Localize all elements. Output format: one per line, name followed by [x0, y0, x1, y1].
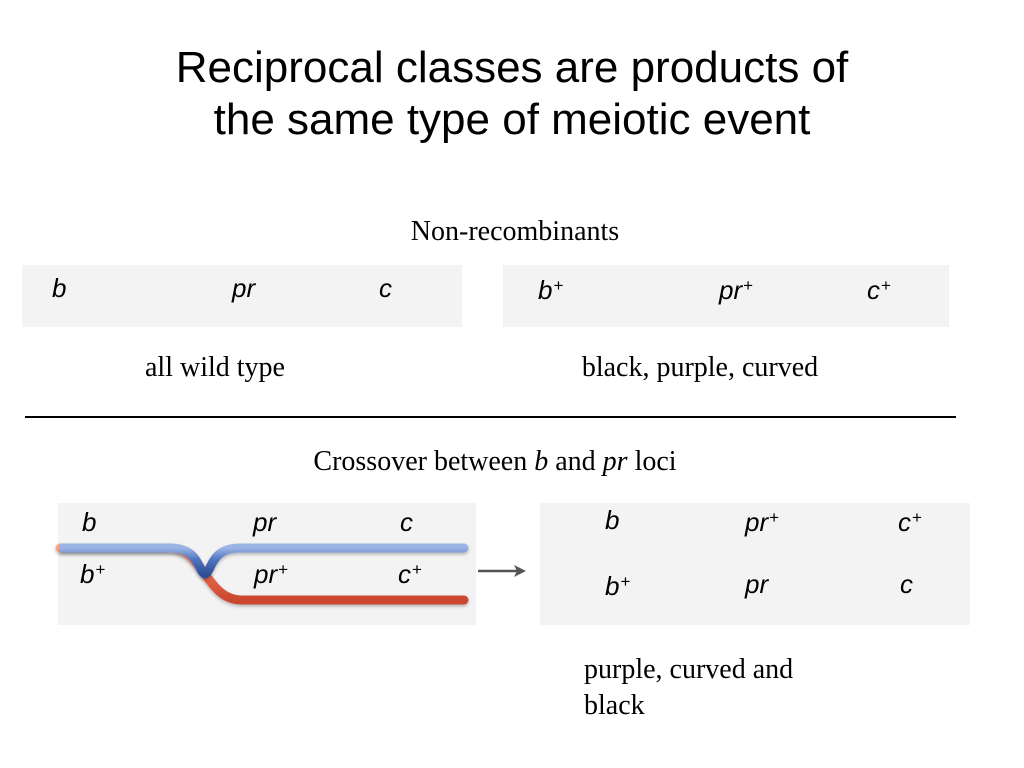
slide-title: Reciprocal classes are products of the s… — [0, 42, 1024, 146]
crossover-label-pr-plus: pr+ — [254, 559, 289, 589]
crossover-label-b: b — [82, 507, 97, 537]
arrow-icon — [478, 565, 526, 577]
title-line-2: the same type of meiotic event — [213, 95, 811, 144]
title-line-1: Reciprocal classes are products of — [175, 43, 849, 92]
gene-label-b-plus: b+ — [538, 275, 564, 305]
crossover-heading: Crossover between b and pr loci — [313, 446, 677, 477]
crossover-label-c-plus: c+ — [398, 559, 422, 589]
gene-label-c-plus: c+ — [867, 275, 891, 305]
section-divider — [25, 416, 956, 418]
recomb-label-pr: pr — [745, 569, 769, 599]
crossover-label-c: c — [400, 507, 413, 537]
caption-line-2: black — [584, 690, 645, 721]
gene-label-b: b — [52, 273, 67, 303]
panel-crossover — [58, 503, 476, 625]
caption-line-1: purple, curved and — [584, 654, 794, 685]
gene-label-pr: pr — [232, 273, 256, 303]
recomb-label-c: c — [900, 569, 913, 599]
blue-chromosome-crossover-right — [200, 543, 469, 579]
caption-purple-curved-black: purple, curved and black — [584, 652, 793, 724]
recomb-label-b: b — [605, 505, 620, 535]
gene-label-pr-plus: pr+ — [719, 275, 754, 305]
caption-all-wild-type: all wild type — [145, 352, 285, 383]
recomb-label-b-plus: b+ — [605, 571, 631, 601]
crossover-label-b-plus: b+ — [80, 559, 106, 589]
caption-black-purple-curved: black, purple, curved — [581, 352, 819, 383]
crossover-label-pr: pr — [253, 507, 277, 537]
non-recombinants-heading: Non-recombinants — [410, 216, 620, 247]
recomb-label-pr-plus: pr+ — [745, 507, 780, 537]
recomb-label-c-plus: c+ — [898, 507, 922, 537]
gene-label-c: c — [379, 273, 392, 303]
